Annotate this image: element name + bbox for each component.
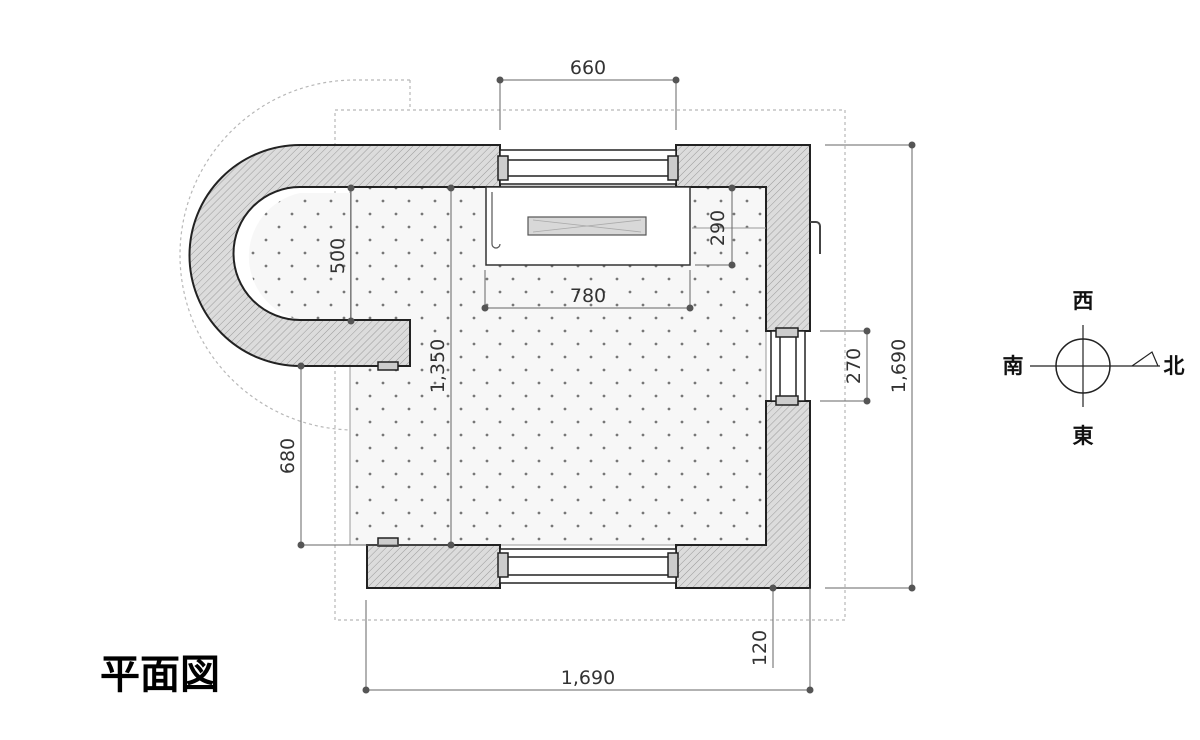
floor-area bbox=[248, 185, 767, 546]
window-right bbox=[770, 330, 806, 402]
sink-counter bbox=[485, 186, 766, 266]
compass-west: 西 bbox=[1073, 288, 1094, 313]
wall-bottom-left bbox=[366, 544, 501, 589]
walls bbox=[188, 144, 811, 589]
dim-overall-width: 1,690 bbox=[561, 667, 615, 689]
compass-south: 南 bbox=[1003, 353, 1024, 378]
dim-interior-height: 1,350 bbox=[427, 339, 449, 393]
dim-side-window: 270 bbox=[843, 348, 865, 384]
north-arrow-icon bbox=[1131, 351, 1159, 367]
dashed-outline bbox=[179, 79, 846, 621]
dim-sink-depth: 290 bbox=[707, 210, 729, 246]
curved-wall bbox=[188, 144, 501, 367]
compass-north: 北 bbox=[1164, 353, 1185, 378]
compass-east: 東 bbox=[1073, 423, 1094, 448]
faucet-hook bbox=[810, 221, 821, 254]
windows bbox=[377, 149, 806, 584]
dim-bottom-offset: 120 bbox=[749, 630, 771, 666]
wall-right-lower bbox=[675, 400, 811, 589]
window-bottom bbox=[499, 548, 677, 584]
dim-top-window: 660 bbox=[570, 57, 606, 79]
dim-entrance-offset: 680 bbox=[277, 438, 299, 474]
dim-arc-radius: 500 bbox=[327, 238, 349, 274]
dimension-lines bbox=[300, 79, 913, 691]
window-top bbox=[499, 149, 677, 185]
dimension-dots bbox=[297, 76, 916, 694]
dim-overall-height: 1,690 bbox=[888, 339, 910, 393]
compass: 西 東 南 北 bbox=[1003, 288, 1185, 448]
plan-title: 平面図 bbox=[100, 651, 220, 698]
dim-sink-width: 780 bbox=[570, 285, 606, 307]
